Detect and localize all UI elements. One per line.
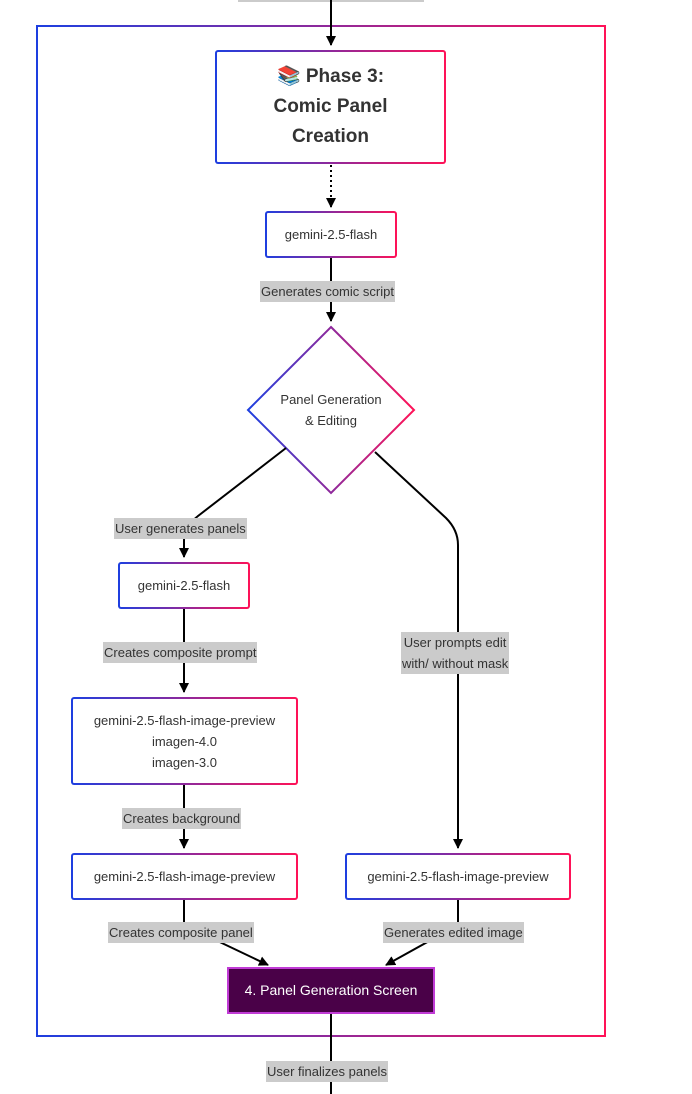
phase-3-title-node: 📚 Phase 3: Comic Panel Creation [215, 50, 446, 164]
edge-decision-to-edit [374, 451, 463, 849]
script-model-node: gemini-2.5-flash [265, 211, 397, 258]
label-user-generates: User generates panels [114, 518, 247, 539]
composite-model-label: gemini-2.5-flash-image-preview [93, 869, 276, 884]
image-models-node: gemini-2.5-flash-image-preview imagen-4.… [71, 697, 298, 785]
prompt-model-node: gemini-2.5-flash [118, 562, 250, 609]
label-generates-script: Generates comic script [260, 281, 395, 302]
edit-model-node: gemini-2.5-flash-image-preview [345, 853, 571, 900]
label-finalizes: User finalizes panels [266, 1061, 388, 1082]
label-edited-image: Generates edited image [383, 922, 524, 943]
image-models-label: gemini-2.5-flash-image-preview imagen-4.… [93, 712, 276, 770]
label-composite-panel: Creates composite panel [108, 922, 254, 943]
label-composite-prompt: Creates composite prompt [103, 642, 258, 663]
edit-model-label: gemini-2.5-flash-image-preview [367, 869, 549, 884]
label-background: Creates background [122, 808, 242, 829]
panel-generation-screen-label: 4. Panel Generation Screen [244, 982, 418, 998]
prompt-model-label: gemini-2.5-flash [137, 578, 231, 593]
edge-decision-to-generate [179, 447, 287, 558]
label-user-prompts-edit: User prompts edit with/ without mask [401, 632, 510, 674]
script-model-label: gemini-2.5-flash [284, 227, 378, 242]
panel-generation-screen-node[interactable]: 4. Panel Generation Screen [227, 967, 435, 1014]
decision-label: Panel Generation & Editing [280, 392, 382, 428]
decision-diamond [246, 325, 416, 495]
composite-model-node: gemini-2.5-flash-image-preview [71, 853, 298, 900]
phase-3-title: 📚 Phase 3: Comic Panel Creation [273, 66, 388, 147]
phase-3-container [36, 25, 606, 1037]
